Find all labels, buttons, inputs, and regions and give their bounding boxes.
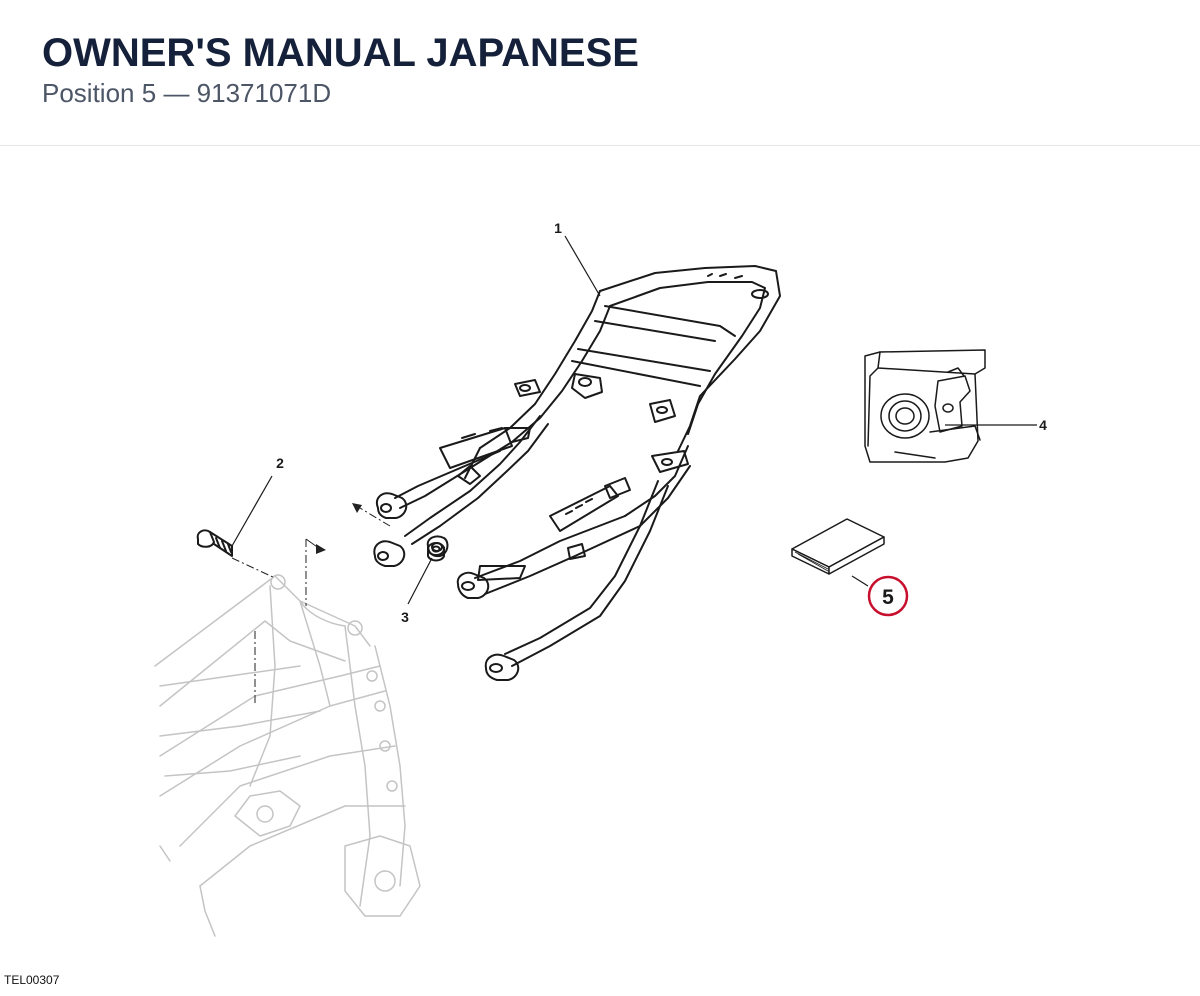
leader-lines xyxy=(231,235,1037,605)
highlight-circle xyxy=(867,575,909,617)
rear-subframe-drawing xyxy=(373,265,781,681)
callout-2: 2 xyxy=(276,455,284,471)
position-label: Position xyxy=(42,78,135,108)
position-number: 5 xyxy=(141,78,157,108)
diagram-canvas: 1 2 3 4 5 xyxy=(154,220,1047,937)
exploded-parts-diagram: 1 2 3 4 5 xyxy=(0,146,1200,991)
callout-1: 1 xyxy=(554,220,562,236)
tool-bag-drawing xyxy=(864,349,986,463)
bushing-drawing xyxy=(427,542,445,562)
callout-5: 5 xyxy=(882,586,894,609)
part-number: 91371071D xyxy=(196,78,332,108)
main-frame-drawing xyxy=(154,574,421,937)
reference-code: TEL00307 xyxy=(4,973,60,987)
assembly-guides xyxy=(231,503,391,706)
callout-3: 3 xyxy=(401,609,409,625)
callout-4: 4 xyxy=(1039,417,1047,433)
page-subtitle: Position 5 — 91371071D xyxy=(42,77,331,109)
screw-drawing xyxy=(196,529,233,557)
owners-manual-drawing xyxy=(791,518,885,575)
separator: — xyxy=(163,78,190,108)
page-header: OWNER'S MANUAL JAPANESE Position 5 — 913… xyxy=(0,0,1200,146)
highlight-marker: 5 xyxy=(867,575,909,617)
page-title: OWNER'S MANUAL JAPANESE xyxy=(42,31,639,75)
